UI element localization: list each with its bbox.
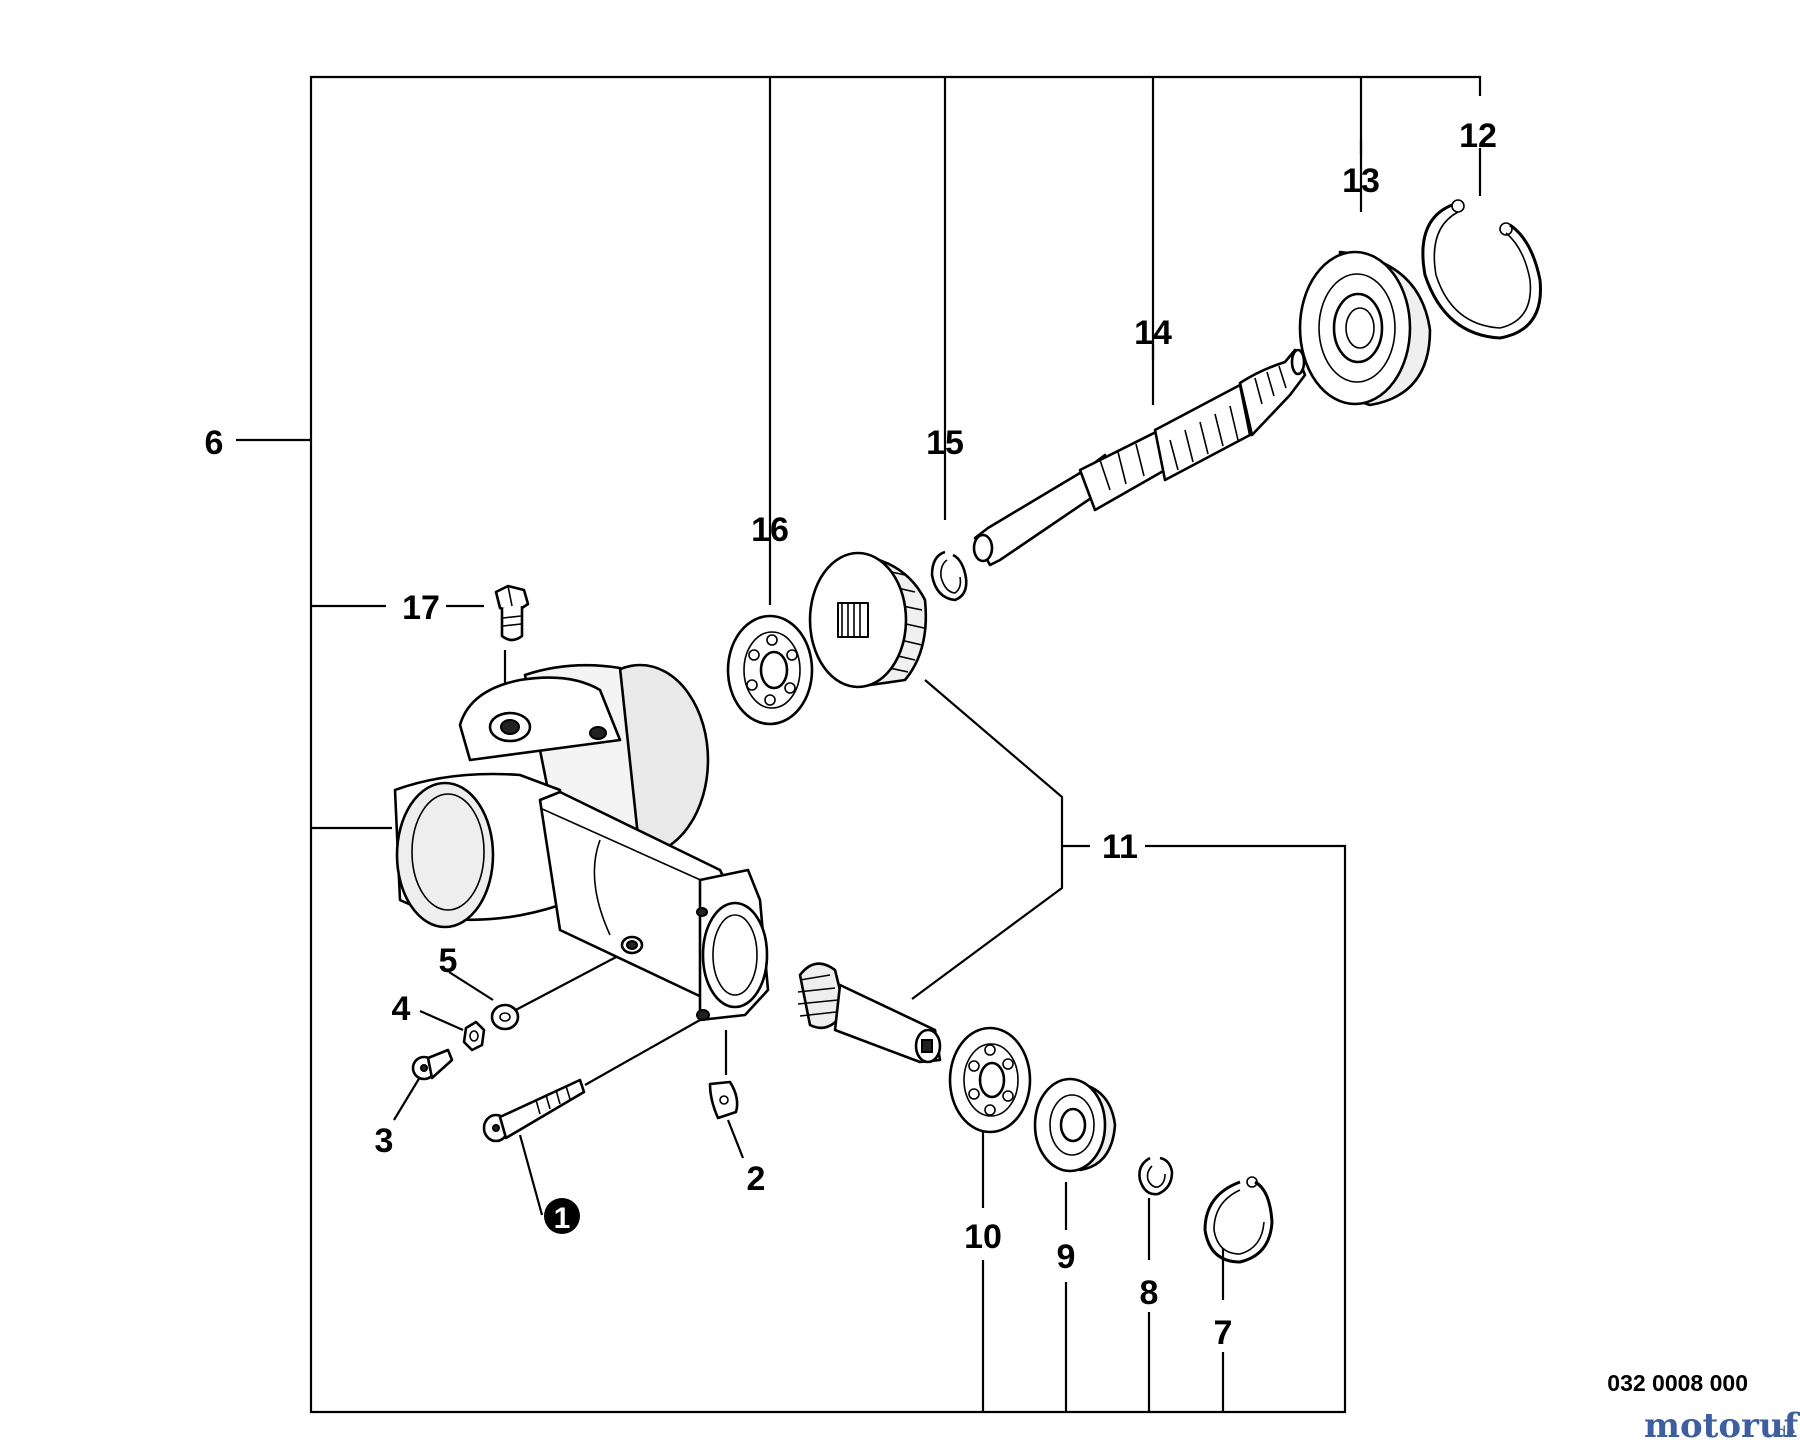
callout-7: 7: [1214, 1314, 1233, 1352]
callout-2: 2: [747, 1160, 766, 1198]
callout-15: 15: [926, 424, 964, 462]
watermark-tld: .de: [1772, 1423, 1796, 1441]
circlip-lower-part: [1203, 1176, 1274, 1264]
washer-part: [490, 1003, 520, 1031]
needle-bearing-part: [1033, 1077, 1117, 1173]
part-leaders: [393, 650, 745, 1216]
pinion-gear-part: [797, 962, 942, 1064]
bevel-gear-large-part: [808, 551, 928, 689]
tab-washer-part: [708, 1080, 739, 1120]
callout-5: 5: [439, 942, 458, 980]
watermark: motoruf .de: [1644, 1406, 1800, 1444]
callout-17: 17: [402, 589, 440, 627]
callout-3: 3: [375, 1122, 394, 1160]
circlip-large-part: [1421, 199, 1542, 340]
small-nut-part: [462, 1020, 486, 1052]
callout-11: 11: [1102, 828, 1138, 866]
gearbox-housing: [393, 663, 770, 1022]
callout-12: 12: [1459, 117, 1497, 155]
hex-bolt-part: [494, 584, 530, 642]
callout-16: 16: [751, 511, 789, 549]
bracket-frame: [236, 75, 1482, 1414]
callout-10: 10: [964, 1218, 1002, 1256]
callout-1-badge: 1: [544, 1198, 580, 1235]
callout-14: 14: [1134, 314, 1172, 352]
ball-bearing-part: [726, 614, 814, 726]
long-bolt-part: [482, 1078, 586, 1143]
ball-bearing-lower-part: [948, 1026, 1032, 1134]
snap-ring-lower-part: [1138, 1156, 1174, 1196]
callout-13: 13: [1342, 162, 1380, 200]
watermark-brand: motoruf: [1644, 1406, 1800, 1444]
callout-4: 4: [392, 990, 411, 1028]
large-bearing-part: [1298, 250, 1432, 407]
callout-9: 9: [1057, 1238, 1076, 1276]
callout-8: 8: [1140, 1274, 1159, 1312]
snap-ring-small-part: [930, 550, 968, 602]
callout-6: 6: [205, 424, 224, 462]
callout-1: 1: [554, 1202, 571, 1235]
socket-screw-part: [411, 1048, 454, 1081]
callout-labels: 6 17 16 15 14 13 12 11 5 4 3 2 10 9 8 7 …: [205, 117, 1497, 1352]
drive-shaft-part: [972, 348, 1307, 567]
drawing-code: 032 0008 000: [1607, 1370, 1748, 1396]
